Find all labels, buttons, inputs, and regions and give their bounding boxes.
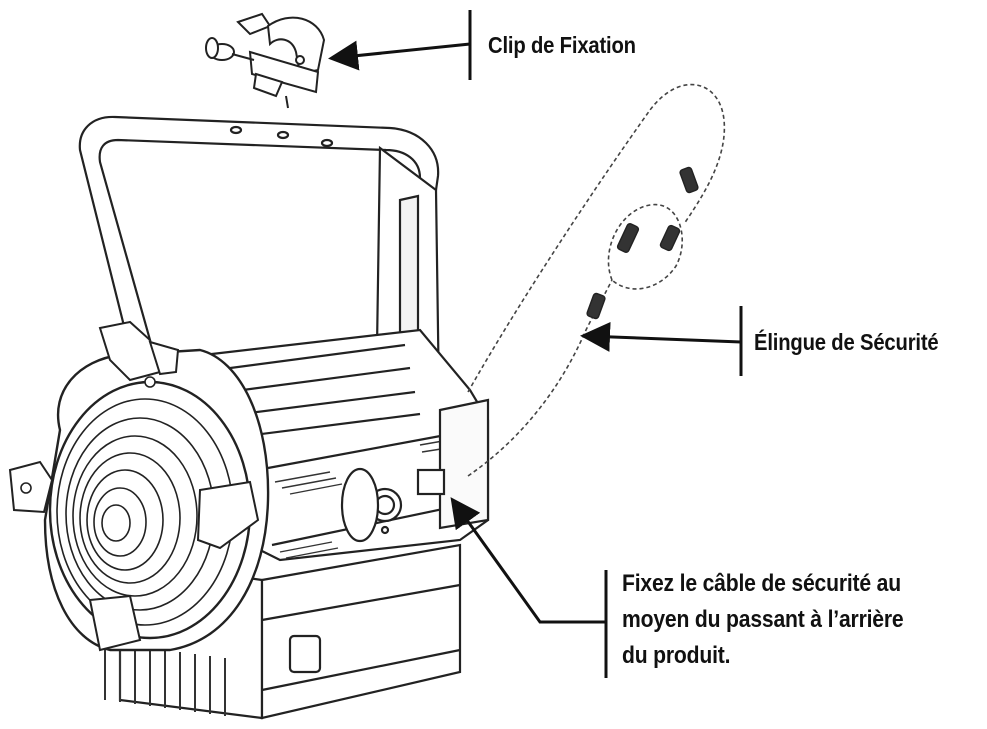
sling-ferrules: [586, 166, 699, 320]
cable-instruction: Fixez le câble de sécurité au moyen du p…: [622, 566, 987, 674]
safety-sling: [467, 83, 726, 477]
callout-sling: [580, 306, 743, 376]
cable-instruction-line-2: moyen du passant à l’arrière: [622, 606, 904, 633]
clip-label: Clip de Fixation: [488, 32, 636, 58]
cable-instruction-line-3: du produit.: [622, 642, 731, 669]
fresnel-lens: [8, 320, 270, 652]
callout-cable: [450, 497, 608, 678]
sling-label: Élingue de Sécurité: [754, 329, 939, 355]
cable-instruction-line-1: Fixez le câble de sécurité au: [622, 570, 901, 597]
mounting-clamp: [205, 12, 326, 109]
callout-clip: [328, 10, 472, 80]
